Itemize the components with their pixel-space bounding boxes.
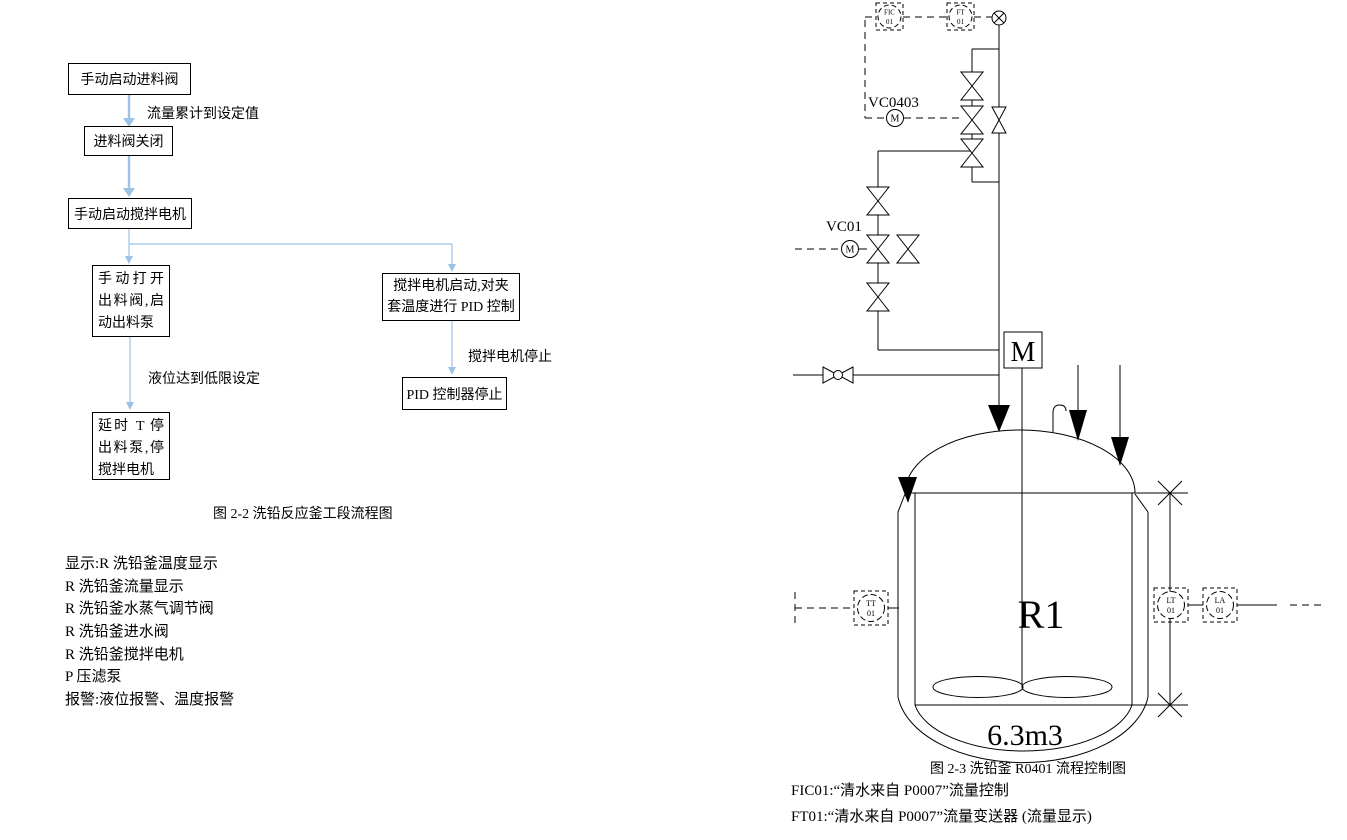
nozzle-arrows [898, 405, 1129, 503]
arrowhead [448, 367, 456, 375]
bubble-text: 01 [1216, 606, 1224, 615]
x-mark [1157, 692, 1183, 718]
instrument-bubble-lt01: LT 01 [1153, 587, 1189, 623]
vc01-tag: VC01 [826, 219, 862, 235]
pid-piping [793, 25, 1277, 764]
control-valve-vc01: M VC01 [826, 219, 862, 258]
flowchart-box-start-agitator: 手动启动搅拌电机 [68, 198, 192, 229]
note-line: R 洗铅釜进水阀 [65, 624, 169, 640]
bubble-text: LT [1166, 596, 1175, 605]
instrument-bubble-la01: LA 01 [1202, 587, 1238, 623]
vessel-dome [904, 429, 1136, 494]
line-connector-icon [991, 10, 1007, 26]
bubble-text: LA [1215, 596, 1226, 605]
vent-hook [1052, 404, 1067, 432]
flowchart-box-delay-stop: 延时 T 停出料泵,停搅拌电机 [92, 412, 170, 480]
impeller-blade [1021, 676, 1113, 698]
vessel-bottom-head [914, 704, 1133, 752]
bubble-text: 01 [867, 609, 875, 618]
reactor-volume: 6.3m3 [987, 719, 1063, 752]
jacket-bottom-head [897, 696, 1149, 764]
pid-legend-ft01: FT01:“清水来自 P0007”流量变送器 (流量显示) [791, 809, 1092, 825]
bubble-text: FT [956, 9, 965, 17]
signal-lines [794, 16, 1325, 626]
note-line: 报警:液位报警、温度报警 [65, 692, 235, 708]
edge-label-agitator-stop: 搅拌电机停止 [468, 350, 552, 365]
flowchart-box-pid-stop: PID 控制器停止 [402, 377, 507, 410]
arrowhead [125, 256, 133, 264]
bubble-text: TT [866, 599, 876, 608]
actuator-m-label: M [891, 114, 900, 125]
flowchart-connectors [123, 95, 456, 410]
flowchart-box-open-discharge: 手动打开出料阀,启动出料泵 [92, 265, 170, 337]
flowchart-caption: 图 2-2 洗铅反应釜工段流程图 [213, 507, 393, 522]
flowchart-box-pid-control: 搅拌电机启动,对夹套温度进行 PID 控制 [382, 273, 520, 321]
arrowhead [126, 402, 134, 410]
jacket-arrow [898, 477, 917, 503]
control-valve-vc0403: M VC0403 [868, 95, 919, 127]
arrowhead [123, 118, 135, 127]
instrument-bubble-tt01: TT 01 [853, 590, 889, 626]
note-line: R 洗铅釜搅拌电机 [65, 647, 184, 663]
block-valves [865, 71, 1007, 312]
flowchart-box-feed-valve-closed: 进料阀关闭 [84, 126, 173, 156]
arrowhead [123, 188, 135, 197]
instrument-bubble-fic01: FIC 01 [875, 2, 904, 31]
bubble-text: 01 [957, 18, 965, 26]
pid-legend-fic01: FIC01:“清水来自 P0007”流量控制 [791, 783, 1009, 799]
reactor-tag: R1 [1018, 592, 1065, 637]
edge-label-level-low: 液位达到低限设定 [148, 372, 260, 387]
agitator-motor-box: M [1003, 331, 1043, 369]
edge-label-flow-setpoint: 流量累计到设定值 [147, 107, 259, 122]
vc0403-tag: VC0403 [868, 95, 919, 111]
flowchart-box-start-feed-valve: 手动启动进料阀 [68, 63, 191, 95]
bubble-text: FIC [884, 9, 895, 17]
nozzle-arrow [1111, 437, 1129, 466]
note-line: R 洗铅釜水蒸气调节阀 [65, 601, 214, 617]
note-line: P 压滤泵 [65, 669, 122, 685]
nozzle-arrow [1069, 410, 1087, 441]
motor-label: M [1011, 337, 1036, 368]
pid-caption: 图 2-3 洗铅釜 R0401 流程控制图 [930, 762, 1126, 777]
arrowhead [448, 264, 456, 272]
feed-arrow [988, 405, 1010, 432]
instrument-bubble-ft01: FT 01 [946, 2, 975, 31]
note-line: R 洗铅釜流量显示 [65, 579, 184, 595]
note-line: 显示:R 洗铅釜温度显示 [65, 556, 218, 572]
bubble-text: 01 [1167, 606, 1175, 615]
actuator-m-label: M [846, 245, 855, 256]
x-mark [1157, 480, 1183, 506]
bubble-text: 01 [886, 18, 894, 26]
impeller-blade [932, 676, 1024, 698]
ball-valve [822, 366, 854, 384]
